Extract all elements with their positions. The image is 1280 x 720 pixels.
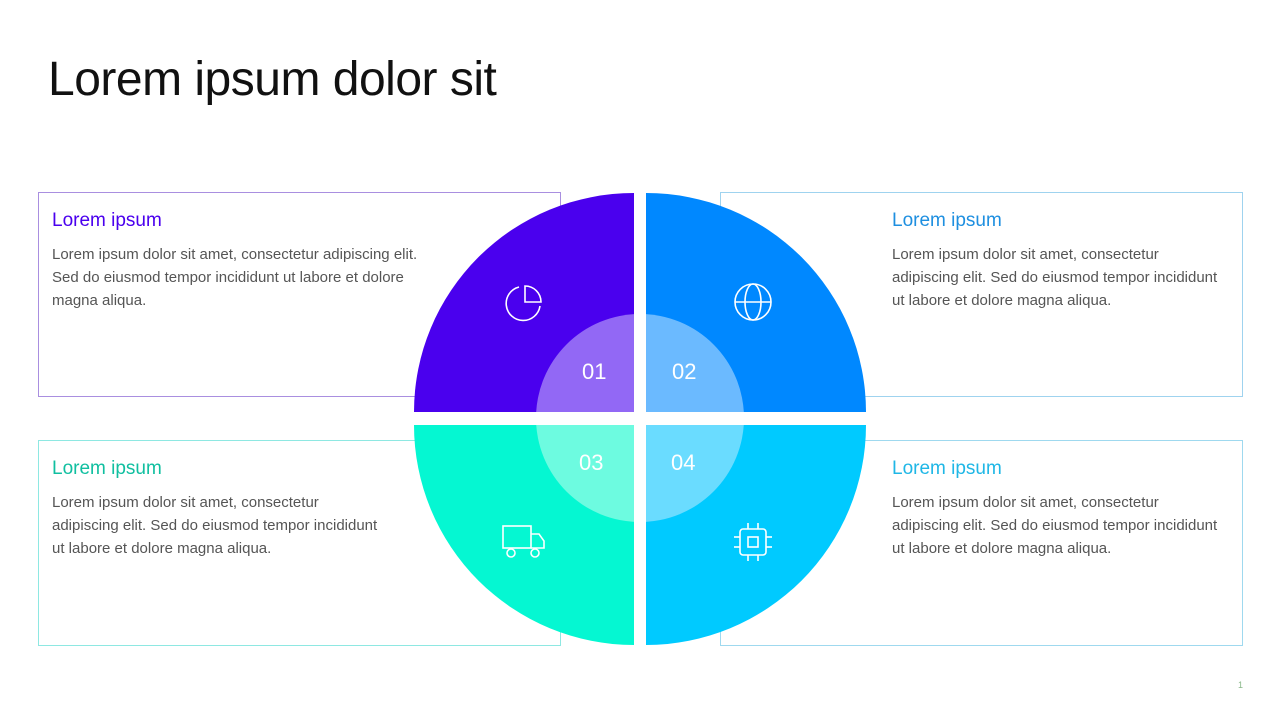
card-heading: Lorem ipsum bbox=[892, 210, 1002, 231]
quadrant-01 bbox=[414, 193, 634, 412]
pie-chart-icon bbox=[505, 285, 542, 322]
chip-icon bbox=[734, 523, 772, 561]
step-number-04: 04 bbox=[671, 450, 696, 475]
quadrant-03 bbox=[414, 425, 634, 645]
card-body: Lorem ipsum dolor sit amet, consectetur … bbox=[52, 494, 378, 557]
step-number-02: 02 bbox=[672, 359, 697, 384]
step-number-03: 03 bbox=[579, 450, 604, 475]
card-body: Lorem ipsum dolor sit amet, consectetur … bbox=[52, 246, 418, 309]
page-number: 1 bbox=[1238, 680, 1244, 690]
card-heading: Lorem ipsum bbox=[52, 210, 162, 231]
card-heading: Lorem ipsum bbox=[892, 458, 1002, 479]
globe-icon bbox=[734, 283, 772, 321]
truck-icon bbox=[502, 525, 545, 558]
slide-title: Lorem ipsum dolor sit bbox=[48, 53, 497, 106]
card-body: Lorem ipsum dolor sit amet, consectetur … bbox=[892, 246, 1218, 309]
card-body: Lorem ipsum dolor sit amet, consectetur … bbox=[892, 494, 1218, 557]
quadrant-04 bbox=[646, 425, 866, 645]
card-heading: Lorem ipsum bbox=[52, 458, 162, 479]
step-number-01: 01 bbox=[582, 359, 607, 384]
